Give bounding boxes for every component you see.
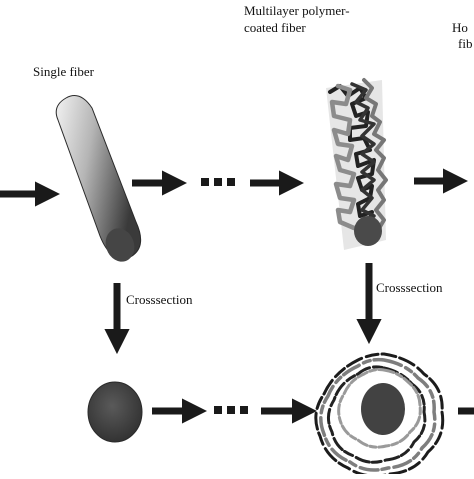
dot bbox=[240, 406, 248, 414]
cut-label-line1: Ho bbox=[452, 20, 468, 35]
dot bbox=[201, 178, 209, 186]
single-fiber bbox=[55, 95, 142, 262]
multilayer-label-line2: coated fiber bbox=[244, 20, 306, 35]
multilayer-label-line1: Multilayer polymer- bbox=[244, 3, 350, 18]
single-fiber-label: Single fiber bbox=[33, 64, 95, 79]
dot bbox=[214, 406, 222, 414]
crosssection-left-label: Crosssection bbox=[126, 292, 193, 307]
single-fiber-crosssection bbox=[87, 381, 143, 443]
dot bbox=[227, 178, 235, 186]
cut-label-line2: fib bbox=[458, 36, 473, 51]
dot bbox=[227, 406, 235, 414]
crosssection-right-label: Crosssection bbox=[376, 280, 443, 295]
coated-fiber-crosssection bbox=[314, 352, 445, 478]
dot bbox=[214, 178, 222, 186]
ellipsis-dots bbox=[201, 178, 248, 414]
arrows bbox=[0, 168, 474, 424]
multilayer-coated-fiber bbox=[326, 78, 388, 250]
